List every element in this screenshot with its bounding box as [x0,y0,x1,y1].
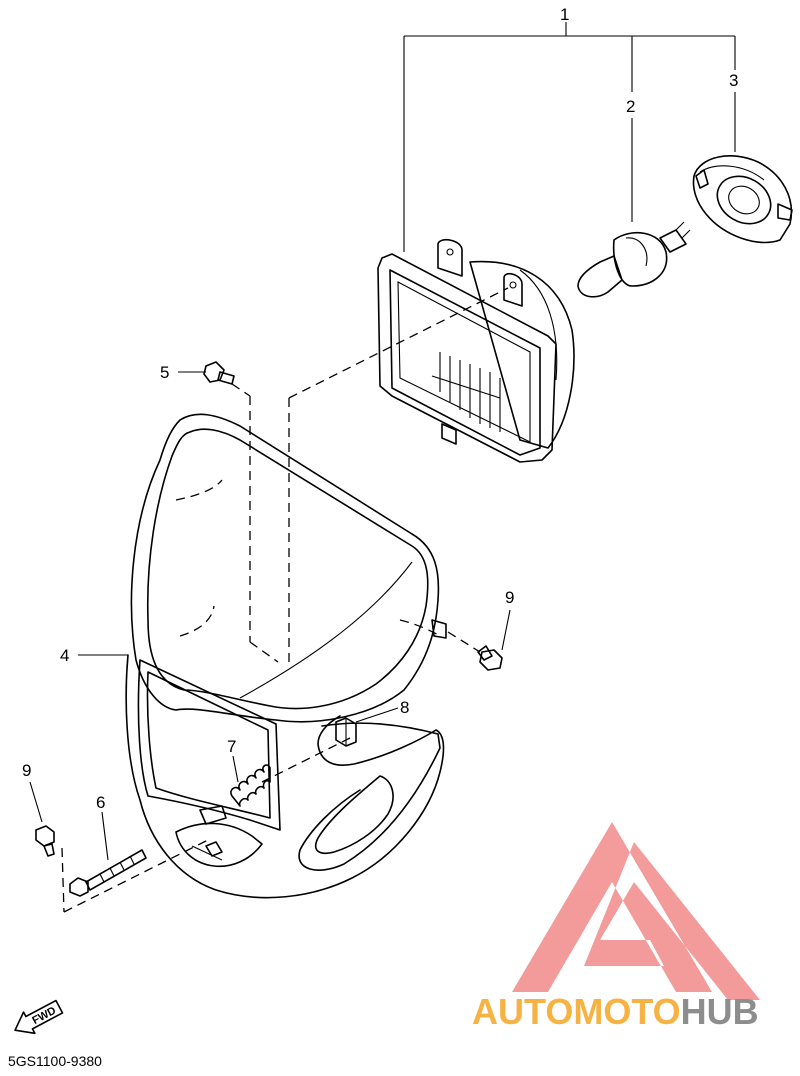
headlight-cowl [125,413,447,899]
watermark-triangle-icon [512,822,760,1000]
watermark-logo: AUTOMOTOHUB [472,822,760,1032]
socket-cover [692,155,793,244]
fwd-arrow: FWD [14,999,64,1035]
bulb [577,221,691,298]
callout-9-left: 9 [22,761,31,780]
callout-labels: 1 2 3 4 5 6 7 8 9 9 [22,5,738,812]
long-bolt [69,849,147,897]
assembly-dashed-lines [61,287,509,913]
callout-3: 3 [729,71,738,90]
callout-5: 5 [160,363,169,382]
callout-7: 7 [227,737,236,756]
callout-4: 4 [60,646,69,665]
bolt-right [477,645,503,671]
lens-lines [431,352,501,432]
headlight-unit [377,238,575,463]
callout-leaders [29,22,736,861]
part-code: 5GS1100-9380 [8,1053,102,1069]
callout-8: 8 [400,698,409,717]
callout-2: 2 [626,97,635,116]
fwd-label: FWD [30,1005,58,1027]
callout-9-right: 9 [505,588,514,607]
callout-6: 6 [96,793,105,812]
watermark-text-automoto: AUTOMOTOHUB [472,991,759,1032]
bolt-top [203,361,235,385]
callout-1: 1 [560,5,569,24]
bolt-left [35,825,55,857]
spring [230,764,271,807]
clip-nut [335,717,357,747]
